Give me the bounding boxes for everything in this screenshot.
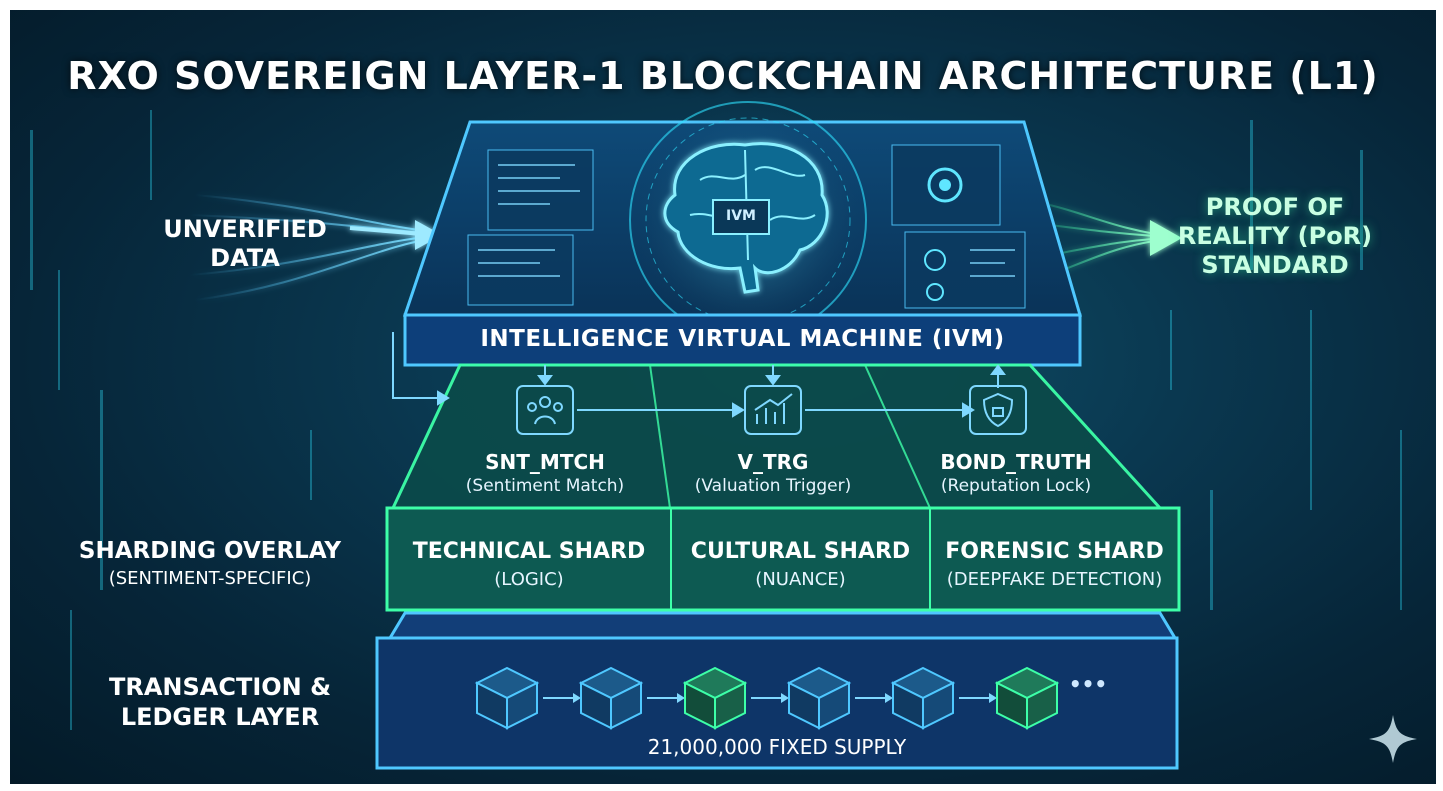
input-line-1: UNVERIFIED bbox=[163, 215, 327, 243]
function-desc: (Reputation Lock) bbox=[940, 476, 1092, 496]
shard-desc: (DEEPFAKE DETECTION) bbox=[946, 569, 1163, 590]
function-desc: (Sentiment Match) bbox=[465, 476, 625, 496]
diagram-graphics bbox=[30, 101, 1417, 770]
people-icon bbox=[516, 385, 574, 435]
input-line-2: DATA bbox=[210, 244, 280, 272]
ivm-platform bbox=[402, 101, 1082, 367]
sharding-sublabel: (SENTIMENT-SPECIFIC) bbox=[108, 568, 312, 589]
ivm-label: INTELLIGENCE VIRTUAL MACHINE (IVM) bbox=[480, 326, 1005, 352]
sharding-overlay-label: SHARDING OVERLAY (SENTIMENT-SPECIFIC) bbox=[70, 537, 350, 593]
growth-chart-icon bbox=[744, 385, 802, 435]
ledger-block-icon bbox=[994, 666, 1060, 730]
ledger-layer-label: TRANSACTION & LEDGER LAYER bbox=[100, 672, 340, 732]
shield-lock-icon bbox=[969, 385, 1027, 435]
ledger-blocks bbox=[474, 666, 1060, 730]
shard-name: TECHNICAL SHARD bbox=[412, 539, 646, 564]
ledger-block-icon bbox=[786, 666, 852, 730]
function-v-trg: V_TRG (Valuation Trigger) bbox=[673, 450, 873, 498]
supply-label: 21,000,000 FIXED SUPPLY bbox=[647, 735, 907, 759]
diagram-canvas: RXO SOVEREIGN LAYER-1 BLOCKCHAIN ARCHITE… bbox=[10, 10, 1436, 784]
ledger-ellipsis: ••• bbox=[1068, 672, 1108, 696]
function-desc: (Valuation Trigger) bbox=[694, 476, 852, 496]
chain-link-arrowhead bbox=[781, 693, 789, 703]
ledger-block-icon bbox=[682, 666, 748, 730]
shard-name: CULTURAL SHARD bbox=[690, 539, 911, 564]
output-line-1: PROOF OF bbox=[1205, 193, 1345, 221]
output-line-2: REALITY (PoR) bbox=[1177, 222, 1373, 250]
output-line-3: STANDARD bbox=[1201, 251, 1349, 279]
ledger-block-icon bbox=[890, 666, 956, 730]
sharding-overlay bbox=[385, 363, 1181, 612]
shard-cultural: CULTURAL SHARD (NUANCE) bbox=[671, 538, 930, 594]
output-label: PROOF OF REALITY (PoR) STANDARD bbox=[1175, 193, 1375, 280]
chain-link-arrowhead bbox=[989, 693, 997, 703]
function-icon-boxes bbox=[516, 385, 1027, 435]
chain-link-arrowhead bbox=[573, 693, 581, 703]
chain-link-arrowhead bbox=[885, 693, 893, 703]
ivm-chip-label: IVM bbox=[726, 208, 756, 224]
input-streams bbox=[189, 194, 442, 301]
diagram-title: RXO SOVEREIGN LAYER-1 BLOCKCHAIN ARCHITE… bbox=[67, 54, 1379, 98]
shard-technical: TECHNICAL SHARD (LOGIC) bbox=[387, 538, 671, 594]
function-snt-mtch: SNT_MTCH (Sentiment Match) bbox=[445, 450, 645, 498]
shard-forensic: FORENSIC SHARD (DEEPFAKE DETECTION) bbox=[930, 538, 1179, 594]
ledger-line-1: TRANSACTION & bbox=[108, 673, 332, 701]
ledger-block-icon bbox=[578, 666, 644, 730]
ledger-line-2: LEDGER LAYER bbox=[120, 703, 320, 731]
function-bond-truth: BOND_TRUTH (Reputation Lock) bbox=[916, 450, 1116, 498]
function-code: V_TRG bbox=[737, 450, 809, 474]
shard-desc: (NUANCE) bbox=[755, 569, 846, 590]
output-streams bbox=[1049, 204, 1182, 276]
matrix-background bbox=[30, 110, 1402, 730]
sharding-label: SHARDING OVERLAY bbox=[78, 538, 342, 564]
sparkle-icon bbox=[1369, 715, 1417, 763]
chain-link-arrowhead bbox=[677, 693, 685, 703]
flow-arrows bbox=[392, 332, 1006, 418]
shard-desc: (LOGIC) bbox=[494, 569, 564, 590]
ledger-block-icon bbox=[474, 666, 540, 730]
shard-name: FORENSIC SHARD bbox=[945, 539, 1164, 564]
function-code: BOND_TRUTH bbox=[940, 450, 1092, 474]
input-label: UNVERIFIED DATA bbox=[160, 215, 330, 273]
function-code: SNT_MTCH bbox=[485, 450, 605, 474]
